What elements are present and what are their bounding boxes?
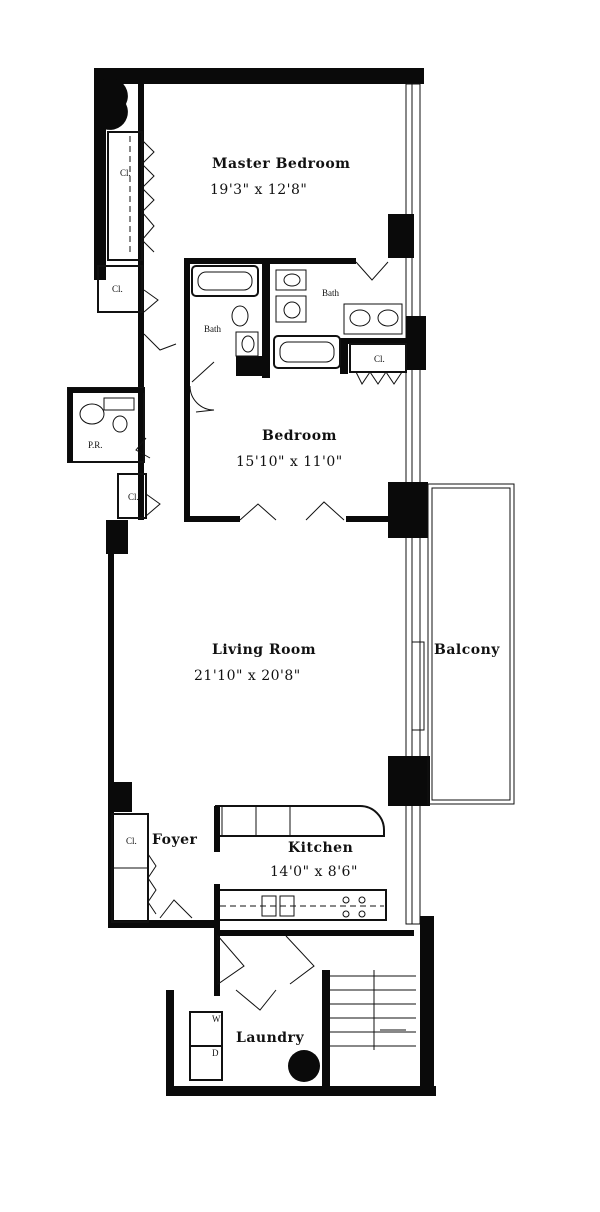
master-bedroom-dims: 19'3" x 12'8" (210, 182, 307, 198)
bath-label-right: Bath (322, 288, 339, 298)
kitchen-layout (214, 805, 387, 924)
closet-label-foyer: Cl. (126, 836, 137, 846)
bedroom-walls (143, 333, 396, 522)
closet-label-master-2: Cl. (112, 284, 123, 294)
laundry-stairs (189, 924, 416, 1090)
laundry-dryer-label: D (212, 1048, 219, 1058)
bathrooms (184, 258, 410, 413)
foyer-name: Foyer (152, 832, 198, 848)
balcony-name: Balcony (434, 642, 500, 658)
laundry-washer-label: W (212, 1014, 221, 1024)
powder-room (67, 387, 161, 519)
closet-label-master: Cl. (120, 168, 131, 178)
outer-walls (94, 68, 436, 1096)
bedroom-name: Bedroom (262, 428, 337, 444)
master-closets (97, 131, 159, 313)
bedroom-dims: 15'10" x 11'0" (236, 454, 343, 470)
living-room-dims: 21'10" x 20'8" (194, 668, 301, 684)
kitchen-dims: 14'0" x 8'6" (270, 864, 358, 880)
kitchen-name: Kitchen (288, 840, 353, 856)
living-room-name: Living Room (212, 642, 316, 658)
foyer-closets (111, 813, 193, 923)
master-bedroom-name: Master Bedroom (212, 156, 350, 172)
balcony-outline (411, 483, 515, 805)
bath-label-left: Bath (204, 324, 221, 334)
closet-label-bath: Cl. (374, 354, 385, 364)
powder-room-label: P.R. (88, 440, 103, 450)
laundry-name: Laundry (236, 1030, 304, 1046)
closet-label-hall: Cl. (128, 492, 139, 502)
